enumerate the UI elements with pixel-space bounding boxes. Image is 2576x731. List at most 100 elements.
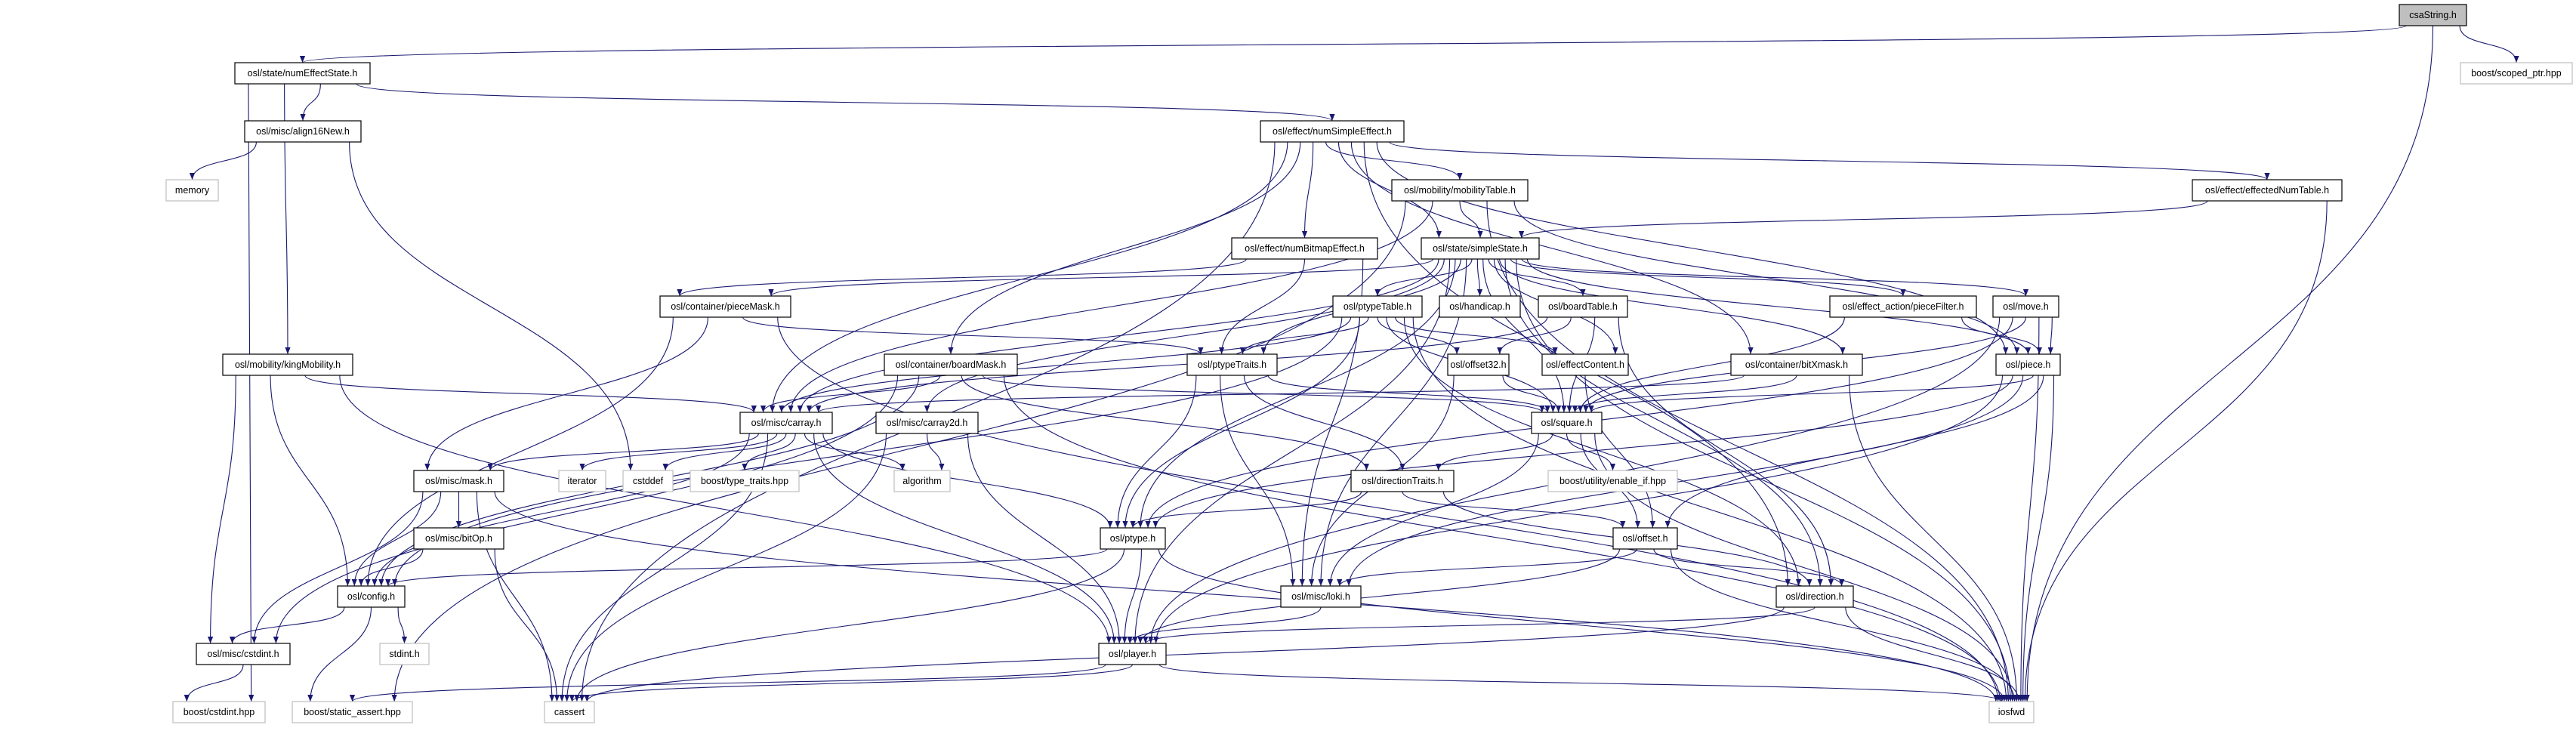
edge-ptypeTraits-to-ptype bbox=[1115, 375, 1197, 529]
node-ptypeTable[interactable]: osl/ptypeTable.h bbox=[1332, 295, 1423, 318]
node-label: osl/effect_action/pieceFilter.h bbox=[1843, 301, 1964, 312]
node-scoped-ptr: boost/scoped_ptr.hpp bbox=[2460, 62, 2573, 85]
node-cstdint[interactable]: osl/misc/cstdint.h bbox=[196, 643, 291, 665]
node-box bbox=[1829, 295, 1977, 318]
edge-bitXmask-to-iosfwd bbox=[1849, 375, 2019, 702]
edge-simpleState-to-player bbox=[1132, 258, 1451, 644]
edge-ptypeTable-to-carray bbox=[779, 316, 1352, 413]
node-label: osl/piece.h bbox=[2006, 359, 2051, 370]
edge-cstdint-to-boost_cstdint bbox=[184, 664, 244, 702]
edge-ptypeTable-to-effectContent bbox=[1395, 316, 1558, 355]
node-box bbox=[196, 643, 291, 665]
node-effectedNumTable[interactable]: osl/effect/effectedNumTable.h bbox=[2192, 179, 2343, 202]
node-numEffectState[interactable]: osl/state/numEffectState.h bbox=[234, 62, 371, 85]
node-carray[interactable]: osl/misc/carray.h bbox=[739, 412, 833, 434]
node-box bbox=[875, 412, 979, 434]
node-loki[interactable]: osl/misc/loki.h bbox=[1280, 585, 1362, 608]
node-offset[interactable]: osl/offset.h bbox=[1612, 527, 1678, 550]
edge-bitXmask-to-square bbox=[1572, 375, 1797, 413]
node-mobilityTable[interactable]: osl/mobility/mobilityTable.h bbox=[1391, 179, 1529, 202]
node-label: osl/square.h bbox=[1541, 418, 1592, 428]
node-algorithm: algorithm bbox=[893, 470, 951, 492]
node-label: memory bbox=[175, 185, 210, 196]
node-label: osl/ptypeTable.h bbox=[1344, 301, 1411, 312]
node-carray2d[interactable]: osl/misc/carray2d.h bbox=[875, 412, 979, 434]
edge-numEffectState-to-align16New bbox=[300, 83, 321, 122]
node-config[interactable]: osl/config.h bbox=[337, 585, 406, 608]
edge-carray-to-iterator bbox=[579, 433, 778, 471]
node-numSimpleEffect[interactable]: osl/effect/numSimpleEffect.h bbox=[1260, 120, 1405, 143]
edge-pieceMask-to-iosfwd bbox=[777, 316, 2001, 702]
node-kingMobility[interactable]: osl/mobility/kingMobility.h bbox=[222, 353, 353, 376]
node-box bbox=[1231, 237, 1378, 260]
node-handicap[interactable]: osl/handicap.h bbox=[1439, 295, 1521, 318]
node-box bbox=[558, 470, 606, 492]
edge-pieceMask-to-mask bbox=[424, 316, 708, 471]
node-bitOp[interactable]: osl/misc/bitOp.h bbox=[413, 527, 504, 550]
edge-numSimpleEffect-to-carray bbox=[770, 141, 1288, 413]
edge-simpleState-to-boardTable bbox=[1488, 258, 1586, 297]
node-label: stdint.h bbox=[389, 649, 419, 659]
edge-mobilityTable-to-static_assert bbox=[391, 200, 1406, 702]
node-ptypeTraits[interactable]: osl/ptypeTraits.h bbox=[1186, 353, 1278, 376]
node-box bbox=[1421, 237, 1540, 260]
node-bitXmask[interactable]: osl/container/bitXmask.h bbox=[1730, 353, 1863, 376]
node-box bbox=[884, 353, 1018, 376]
edge-boardTable-to-offset32 bbox=[1497, 316, 1572, 355]
node-square[interactable]: osl/square.h bbox=[1531, 412, 1603, 434]
edge-pieceFilter-to-piece bbox=[1961, 316, 2042, 355]
node-label: boost/static_assert.hpp bbox=[304, 707, 401, 717]
node-label: osl/config.h bbox=[347, 591, 395, 602]
node-box bbox=[2460, 62, 2573, 85]
node-box bbox=[1988, 701, 2035, 723]
edge-align16New-to-memory bbox=[189, 141, 257, 180]
edge-piece-to-iosfwd bbox=[2020, 375, 2055, 702]
node-piece[interactable]: osl/piece.h bbox=[1995, 353, 2061, 376]
node-csaString[interactable]: csaString.h bbox=[2399, 4, 2467, 26]
edge-mask-to-config bbox=[351, 491, 442, 587]
node-boardMask[interactable]: osl/container/boardMask.h bbox=[884, 353, 1018, 376]
edge-piece-to-loki bbox=[1346, 375, 2024, 587]
edge-numSimpleEffect-to-mobilityTable bbox=[1325, 141, 1463, 180]
edge-ptype-to-cassert bbox=[574, 548, 1125, 702]
edge-numBitmapEffect-to-pieceMask bbox=[677, 258, 1247, 297]
node-direction[interactable]: osl/direction.h bbox=[1775, 585, 1854, 608]
node-cassert: cassert bbox=[544, 701, 595, 723]
node-label: osl/misc/mask.h bbox=[425, 476, 492, 486]
edge-piece-to-offset bbox=[1664, 375, 2044, 529]
node-numBitmapEffect[interactable]: osl/effect/numBitmapEffect.h bbox=[1231, 237, 1378, 260]
edge-numEffectState-to-numSimpleEffect bbox=[356, 83, 1335, 122]
node-directionTraits[interactable]: osl/directionTraits.h bbox=[1350, 470, 1455, 492]
node-box bbox=[379, 643, 430, 665]
edge-kingMobility-to-player bbox=[339, 375, 1112, 644]
node-pieceFilter[interactable]: osl/effect_action/pieceFilter.h bbox=[1829, 295, 1977, 318]
edge-simpleState-to-pieceMask bbox=[768, 258, 1434, 297]
node-box bbox=[1992, 295, 2059, 318]
node-label: cstddef bbox=[633, 476, 664, 486]
edge-simpleState-to-bitXmask bbox=[1499, 258, 1846, 355]
edge-bitOp-to-config bbox=[358, 548, 424, 587]
node-label: osl/misc/loki.h bbox=[1291, 591, 1350, 602]
node-box bbox=[165, 179, 219, 202]
node-mask[interactable]: osl/misc/mask.h bbox=[413, 470, 504, 492]
edge-simpleState-to-iosfwd bbox=[1516, 258, 2013, 702]
edge-square-to-enable_if bbox=[1566, 433, 1616, 471]
node-move[interactable]: osl/move.h bbox=[1992, 295, 2059, 318]
edge-direction-to-iosfwd bbox=[1845, 606, 2022, 702]
node-ptype[interactable]: osl/ptype.h bbox=[1100, 527, 1166, 550]
node-box bbox=[292, 701, 413, 723]
node-label: osl/ptype.h bbox=[1110, 533, 1156, 544]
node-pieceMask[interactable]: osl/container/pieceMask.h bbox=[659, 295, 791, 318]
node-offset32[interactable]: osl/offset32.h bbox=[1447, 353, 1510, 376]
node-align16New[interactable]: osl/misc/align16New.h bbox=[244, 120, 362, 143]
node-player[interactable]: osl/player.h bbox=[1098, 643, 1167, 665]
node-effectContent[interactable]: osl/effectContent.h bbox=[1541, 353, 1629, 376]
node-boardTable[interactable]: osl/boardTable.h bbox=[1538, 295, 1628, 318]
node-label: algorithm bbox=[902, 476, 941, 486]
node-simpleState[interactable]: osl/state/simpleState.h bbox=[1421, 237, 1540, 260]
edge-carray2d-to-player bbox=[967, 433, 1122, 644]
node-label: osl/state/numEffectState.h bbox=[248, 68, 358, 79]
edge-simpleState-to-carray bbox=[797, 258, 1439, 413]
edge-kingMobility-to-carray bbox=[304, 375, 757, 413]
